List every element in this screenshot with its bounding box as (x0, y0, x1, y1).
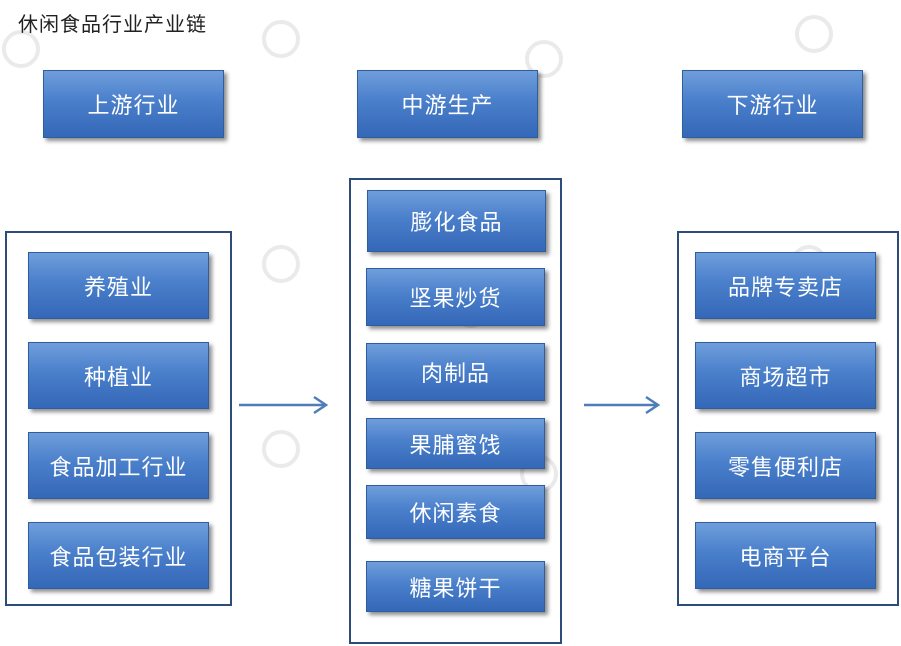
upstream-item: 食品加工行业 (28, 432, 209, 499)
midstream-item: 糖果饼干 (366, 561, 545, 612)
downstream-group-frame (677, 231, 899, 606)
midstream-item: 休闲素食 (366, 485, 545, 539)
downstream-item: 品牌专卖店 (695, 252, 876, 319)
arrow-up-to-mid-icon (239, 395, 329, 415)
header-downstream: 下游行业 (682, 70, 863, 138)
upstream-group-frame (5, 231, 232, 606)
downstream-item: 商场超市 (695, 342, 876, 409)
upstream-item: 养殖业 (28, 252, 209, 319)
header-midstream: 中游生产 (357, 70, 538, 138)
downstream-item: 电商平台 (695, 522, 876, 589)
upstream-item: 种植业 (28, 342, 209, 409)
midstream-item: 坚果炒货 (366, 268, 545, 326)
arrow-mid-to-down-icon (584, 395, 661, 415)
page-title: 休闲食品行业产业链 (18, 12, 207, 36)
midstream-group-frame (349, 178, 562, 644)
midstream-item: 果脯蜜饯 (366, 418, 545, 469)
downstream-item: 零售便利店 (695, 432, 876, 499)
upstream-item: 食品包装行业 (28, 522, 209, 589)
header-upstream: 上游行业 (43, 70, 224, 138)
midstream-item: 肉制品 (366, 343, 545, 401)
midstream-item: 膨化食品 (367, 190, 546, 252)
